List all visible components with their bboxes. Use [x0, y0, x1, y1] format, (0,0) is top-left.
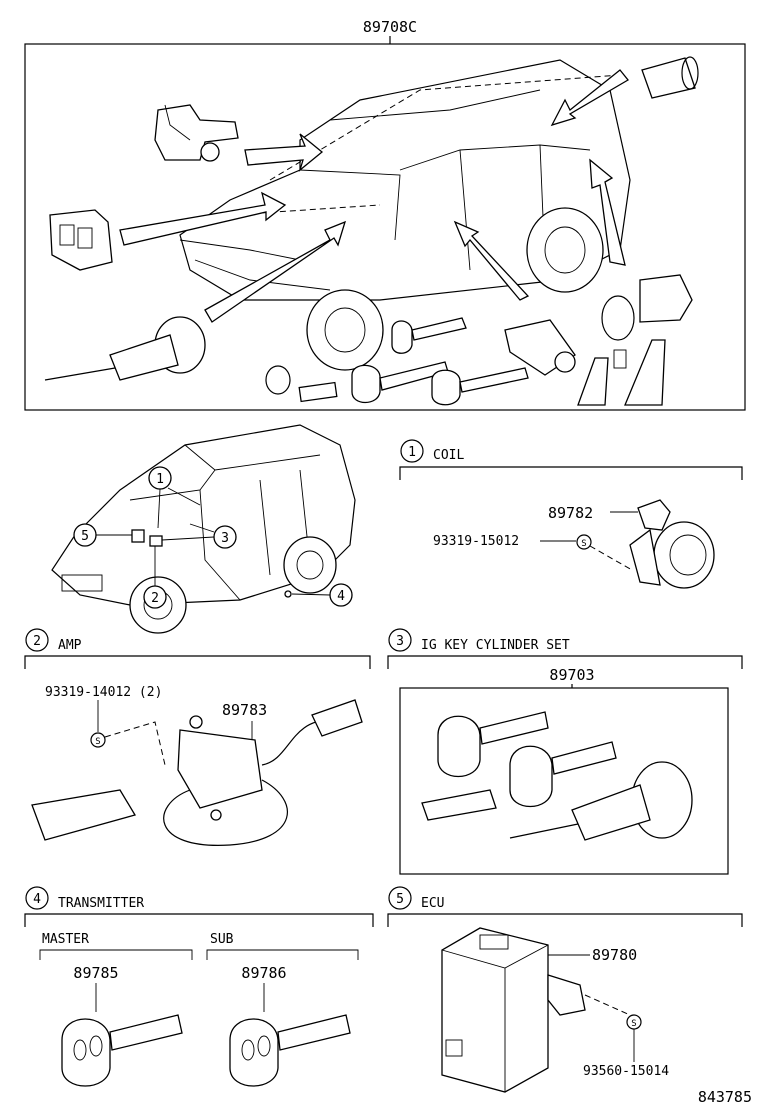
transmitter-index: 4 — [33, 892, 41, 907]
top-part-number: 89708C — [363, 18, 417, 36]
ig-key-title: IG KEY CYLINDER SET — [421, 638, 570, 653]
svg-text:S: S — [631, 1019, 636, 1029]
callout-3: 3 — [221, 531, 229, 546]
master-key-drawing — [61, 1014, 183, 1087]
svg-text:S: S — [95, 737, 100, 747]
svg-text:S: S — [581, 539, 586, 549]
transmitter-title: TRANSMITTER — [58, 896, 144, 911]
sub-key-drawing — [229, 1014, 351, 1087]
amp-part-drawing — [31, 699, 363, 846]
section-transmitter: 4 TRANSMITTER MASTER SUB 89785 89786 — [24, 886, 374, 1087]
transmitter-sub-label: SUB — [210, 932, 234, 947]
section-ecu: 5 ECU 89780 S 93560-15014 — [387, 886, 743, 1093]
ecu-screw-part-number: 93560-15014 — [583, 1064, 669, 1079]
coil-part-number: 89782 — [548, 504, 593, 522]
amp-index: 2 — [33, 634, 41, 649]
ecu-index: 5 — [396, 892, 404, 907]
amp-part-number: 89783 — [222, 701, 267, 719]
callout-5: 5 — [81, 529, 89, 544]
coil-index: 1 — [408, 445, 416, 460]
coil-part-drawing — [629, 499, 715, 589]
amp-screw-part-number: 93319-14012 (2) — [45, 685, 162, 700]
ecu-part-drawing — [441, 927, 586, 1093]
callout-4: 4 — [337, 589, 345, 604]
callout-1: 1 — [156, 472, 164, 487]
diagram-number: 843785 — [698, 1088, 752, 1106]
section-coil: 1 COIL 89782 93319-15012 S — [399, 439, 743, 589]
section-ig-key: 3 IG KEY CYLINDER SET 89703 — [387, 628, 743, 875]
ig-key-part-number: 89703 — [549, 666, 594, 684]
ecu-title: ECU — [421, 896, 444, 911]
coil-screw-part-number: 93319-15012 — [433, 534, 519, 549]
ig-key-index: 3 — [396, 634, 404, 649]
amp-title: AMP — [58, 638, 82, 653]
transmitter-master-part-number: 89785 — [73, 964, 118, 982]
top-vehicle-illustration — [44, 56, 699, 406]
callout-2: 2 — [151, 591, 159, 606]
coil-title: COIL — [433, 448, 464, 463]
ig-key-part-drawing — [421, 711, 693, 841]
locator-callouts: 1 5 3 2 4 — [73, 466, 353, 609]
top-assembly-frame — [24, 43, 746, 411]
locator-vehicle — [51, 424, 356, 634]
ig-key-set-frame — [399, 687, 729, 875]
transmitter-master-label: MASTER — [42, 932, 89, 947]
transmitter-sub-part-number: 89786 — [241, 964, 286, 982]
section-amp: 2 AMP 93319-14012 (2) S 89783 — [24, 628, 371, 846]
ecu-part-number: 89780 — [592, 946, 637, 964]
